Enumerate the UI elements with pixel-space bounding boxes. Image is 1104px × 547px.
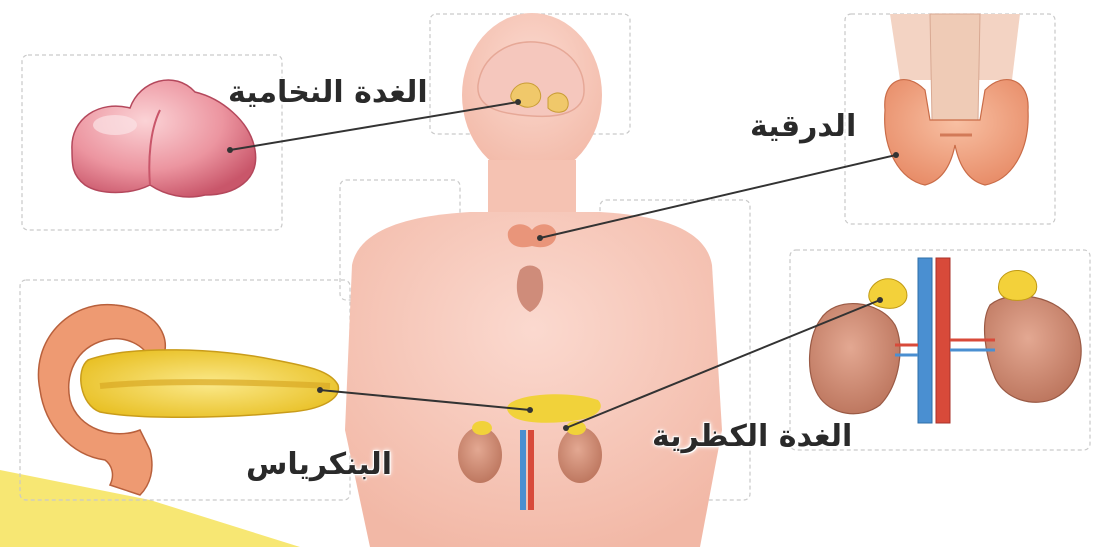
label-pancreas: البنكرياس — [246, 450, 392, 480]
thyroid-illustration — [885, 14, 1028, 185]
label-thyroid: الدرقية — [750, 112, 856, 142]
leader-line-thyroid — [540, 155, 896, 238]
adrenal-kidney-illustration — [810, 258, 1082, 423]
label-adrenal: الغدة الكظرية — [652, 422, 852, 452]
label-pituitary: الغدة النخامية — [228, 78, 428, 108]
